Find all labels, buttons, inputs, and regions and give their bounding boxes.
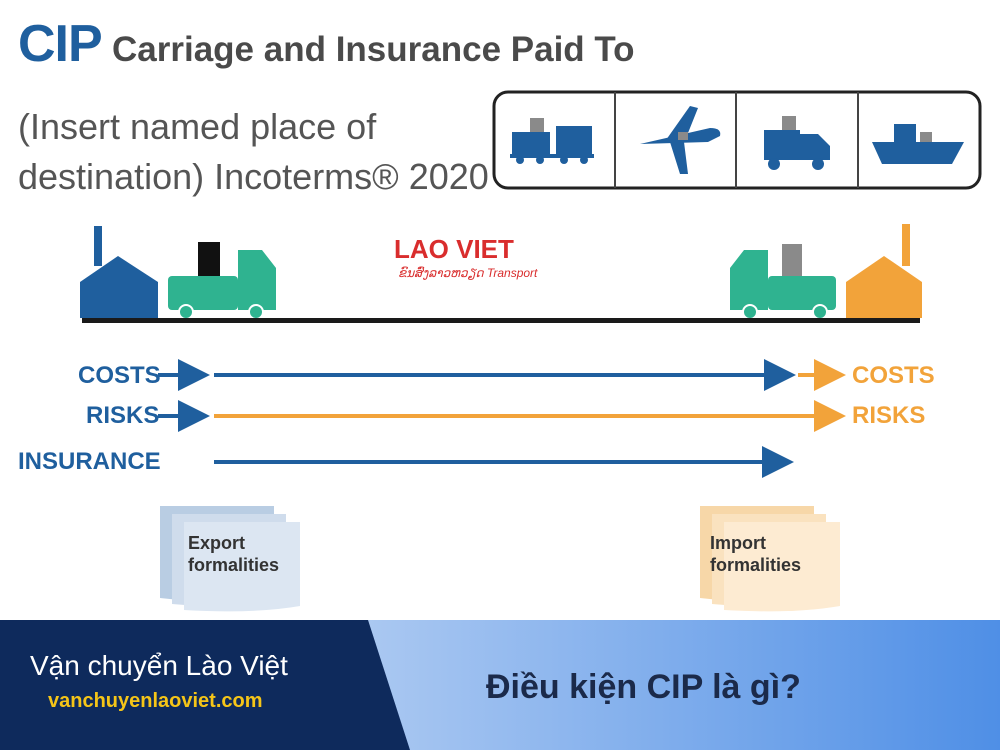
transport-scene bbox=[80, 224, 922, 323]
title-abbreviation: CIP bbox=[18, 15, 103, 73]
buyer-factory-icon bbox=[846, 224, 922, 318]
risks-label-right: RISKS bbox=[852, 402, 926, 429]
transport-modes-panel bbox=[492, 90, 982, 190]
lao-viet-logo-subtitle: ຂົນສົ່ງລາວຫວຽດ Transport bbox=[398, 266, 538, 280]
insurance-label: INSURANCE bbox=[18, 448, 161, 475]
brand-name: Vận chuyển Lào Việt bbox=[30, 650, 288, 681]
risks-label-left: RISKS bbox=[86, 402, 160, 429]
buyer-truck-icon bbox=[730, 244, 836, 320]
rail-icon bbox=[510, 118, 594, 164]
import-formalities-label: Import formalities bbox=[710, 533, 802, 575]
export-document-icon bbox=[160, 506, 300, 612]
import-document-icon bbox=[700, 506, 840, 612]
lao-viet-logo: LAO VIET bbox=[394, 234, 514, 264]
truck-icon bbox=[764, 116, 830, 170]
subtitle: (Insert named place of destination) Inco… bbox=[18, 106, 489, 197]
responsibility-arrows bbox=[158, 359, 846, 478]
export-formalities-label: Export formalities bbox=[188, 533, 280, 575]
costs-label-right: COSTS bbox=[852, 362, 935, 389]
footer-banner bbox=[0, 620, 1000, 750]
seller-truck-icon bbox=[168, 242, 276, 320]
airplane-icon bbox=[640, 106, 721, 174]
seller-factory-icon bbox=[80, 226, 158, 318]
title-full: Carriage and Insurance Paid To bbox=[112, 30, 635, 69]
footer-heading: Điều kiện CIP là gì? bbox=[486, 668, 801, 706]
ship-icon bbox=[872, 124, 964, 164]
brand-url[interactable]: vanchuyenlaoviet.com bbox=[48, 690, 263, 712]
ground-line bbox=[82, 318, 920, 323]
costs-label-left: COSTS bbox=[78, 362, 161, 389]
